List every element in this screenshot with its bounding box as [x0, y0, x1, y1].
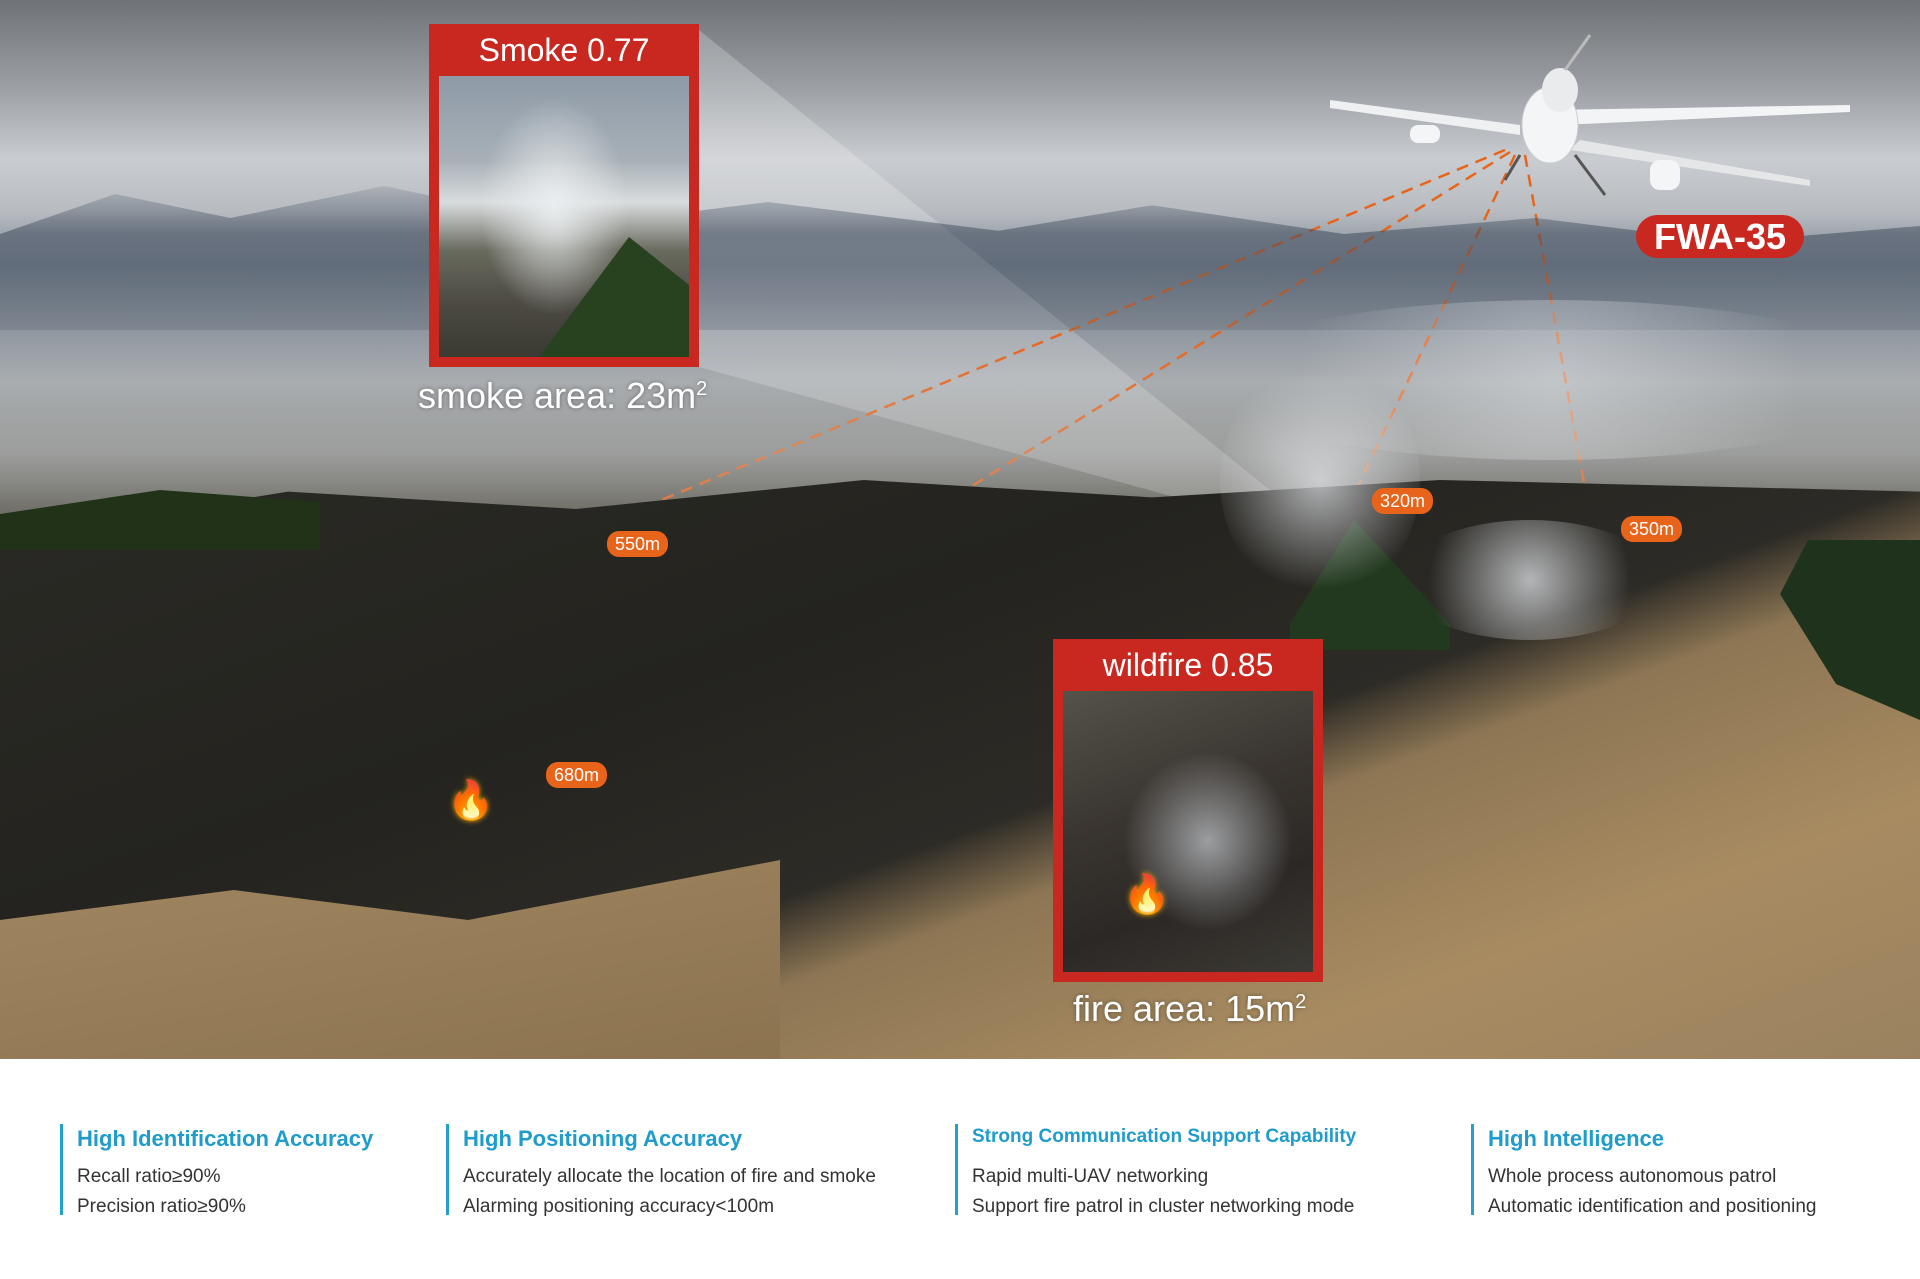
feature-identification: High Identification Accuracy Recall rati… — [60, 1124, 374, 1217]
distance-badge: 680m — [546, 762, 608, 788]
feature-title: High Positioning Accuracy — [463, 1126, 743, 1151]
fire-area-exponent: 2 — [1295, 991, 1307, 1013]
smoke-detection-label: Smoke 0.77 — [478, 32, 650, 68]
smoke-detection-box: Smoke 0.77 — [429, 24, 699, 367]
feature-title: High Intelligence — [1488, 1126, 1665, 1151]
distance-badge: 550m — [607, 531, 669, 557]
smoke-plume — [1400, 520, 1660, 640]
feature-communication: Strong Communication Support Capability … — [955, 1124, 1357, 1217]
fire-area-label: fire area: 15m2 — [1073, 988, 1306, 1030]
uav-drone-image — [1330, 34, 1850, 196]
aerial-wildfire-scene: FWA-35 Smoke 0.77 smoke area: 23m2 wildf… — [0, 0, 1920, 1059]
feature-positioning: High Positioning Accuracy Accurately all… — [446, 1124, 876, 1217]
smoke-area-exponent: 2 — [696, 378, 708, 400]
features-panel — [0, 1059, 1920, 1279]
feature-line: Recall ratio≥90% — [77, 1166, 221, 1187]
feature-line: Automatic identification and positioning — [1488, 1196, 1817, 1217]
fire-area-text: fire area: 15m — [1073, 988, 1296, 1029]
wildfire-detection-image: 🔥 — [1063, 691, 1313, 972]
smoke-area-label: smoke area: 23m2 — [418, 375, 707, 417]
smoke-haze — [1200, 300, 1900, 460]
feature-title: Strong Communication Support Capability — [972, 1126, 1357, 1147]
feature-line: Alarming positioning accuracy<100m — [463, 1196, 775, 1217]
smoke-area-text: smoke area: 23m — [418, 375, 697, 416]
distance-badge: 350m — [1621, 516, 1683, 542]
feature-line: Accurately allocate the location of fire… — [463, 1166, 876, 1187]
feature-line: Rapid multi-UAV networking — [972, 1166, 1209, 1187]
wildfire-detection-label: wildfire 0.85 — [1102, 647, 1274, 683]
distance-badge: 320m — [1372, 488, 1434, 514]
fire-icon: 🔥 — [447, 780, 495, 822]
wildfire-detection-box: wildfire 0.85 🔥 — [1053, 639, 1323, 982]
drone-model-badge: FWA-35 — [1636, 215, 1804, 258]
fire-icon: 🔥 — [1123, 874, 1171, 916]
smoke-detection-image — [439, 76, 689, 357]
feature-line: Precision ratio≥90% — [77, 1196, 246, 1217]
feature-intelligence: High Intelligence Whole process autonomo… — [1471, 1124, 1816, 1217]
feature-line: Support fire patrol in cluster networkin… — [972, 1196, 1355, 1217]
feature-line: Whole process autonomous patrol — [1488, 1166, 1777, 1187]
feature-title: High Identification Accuracy — [77, 1126, 374, 1151]
smoke-plume — [1220, 360, 1420, 600]
